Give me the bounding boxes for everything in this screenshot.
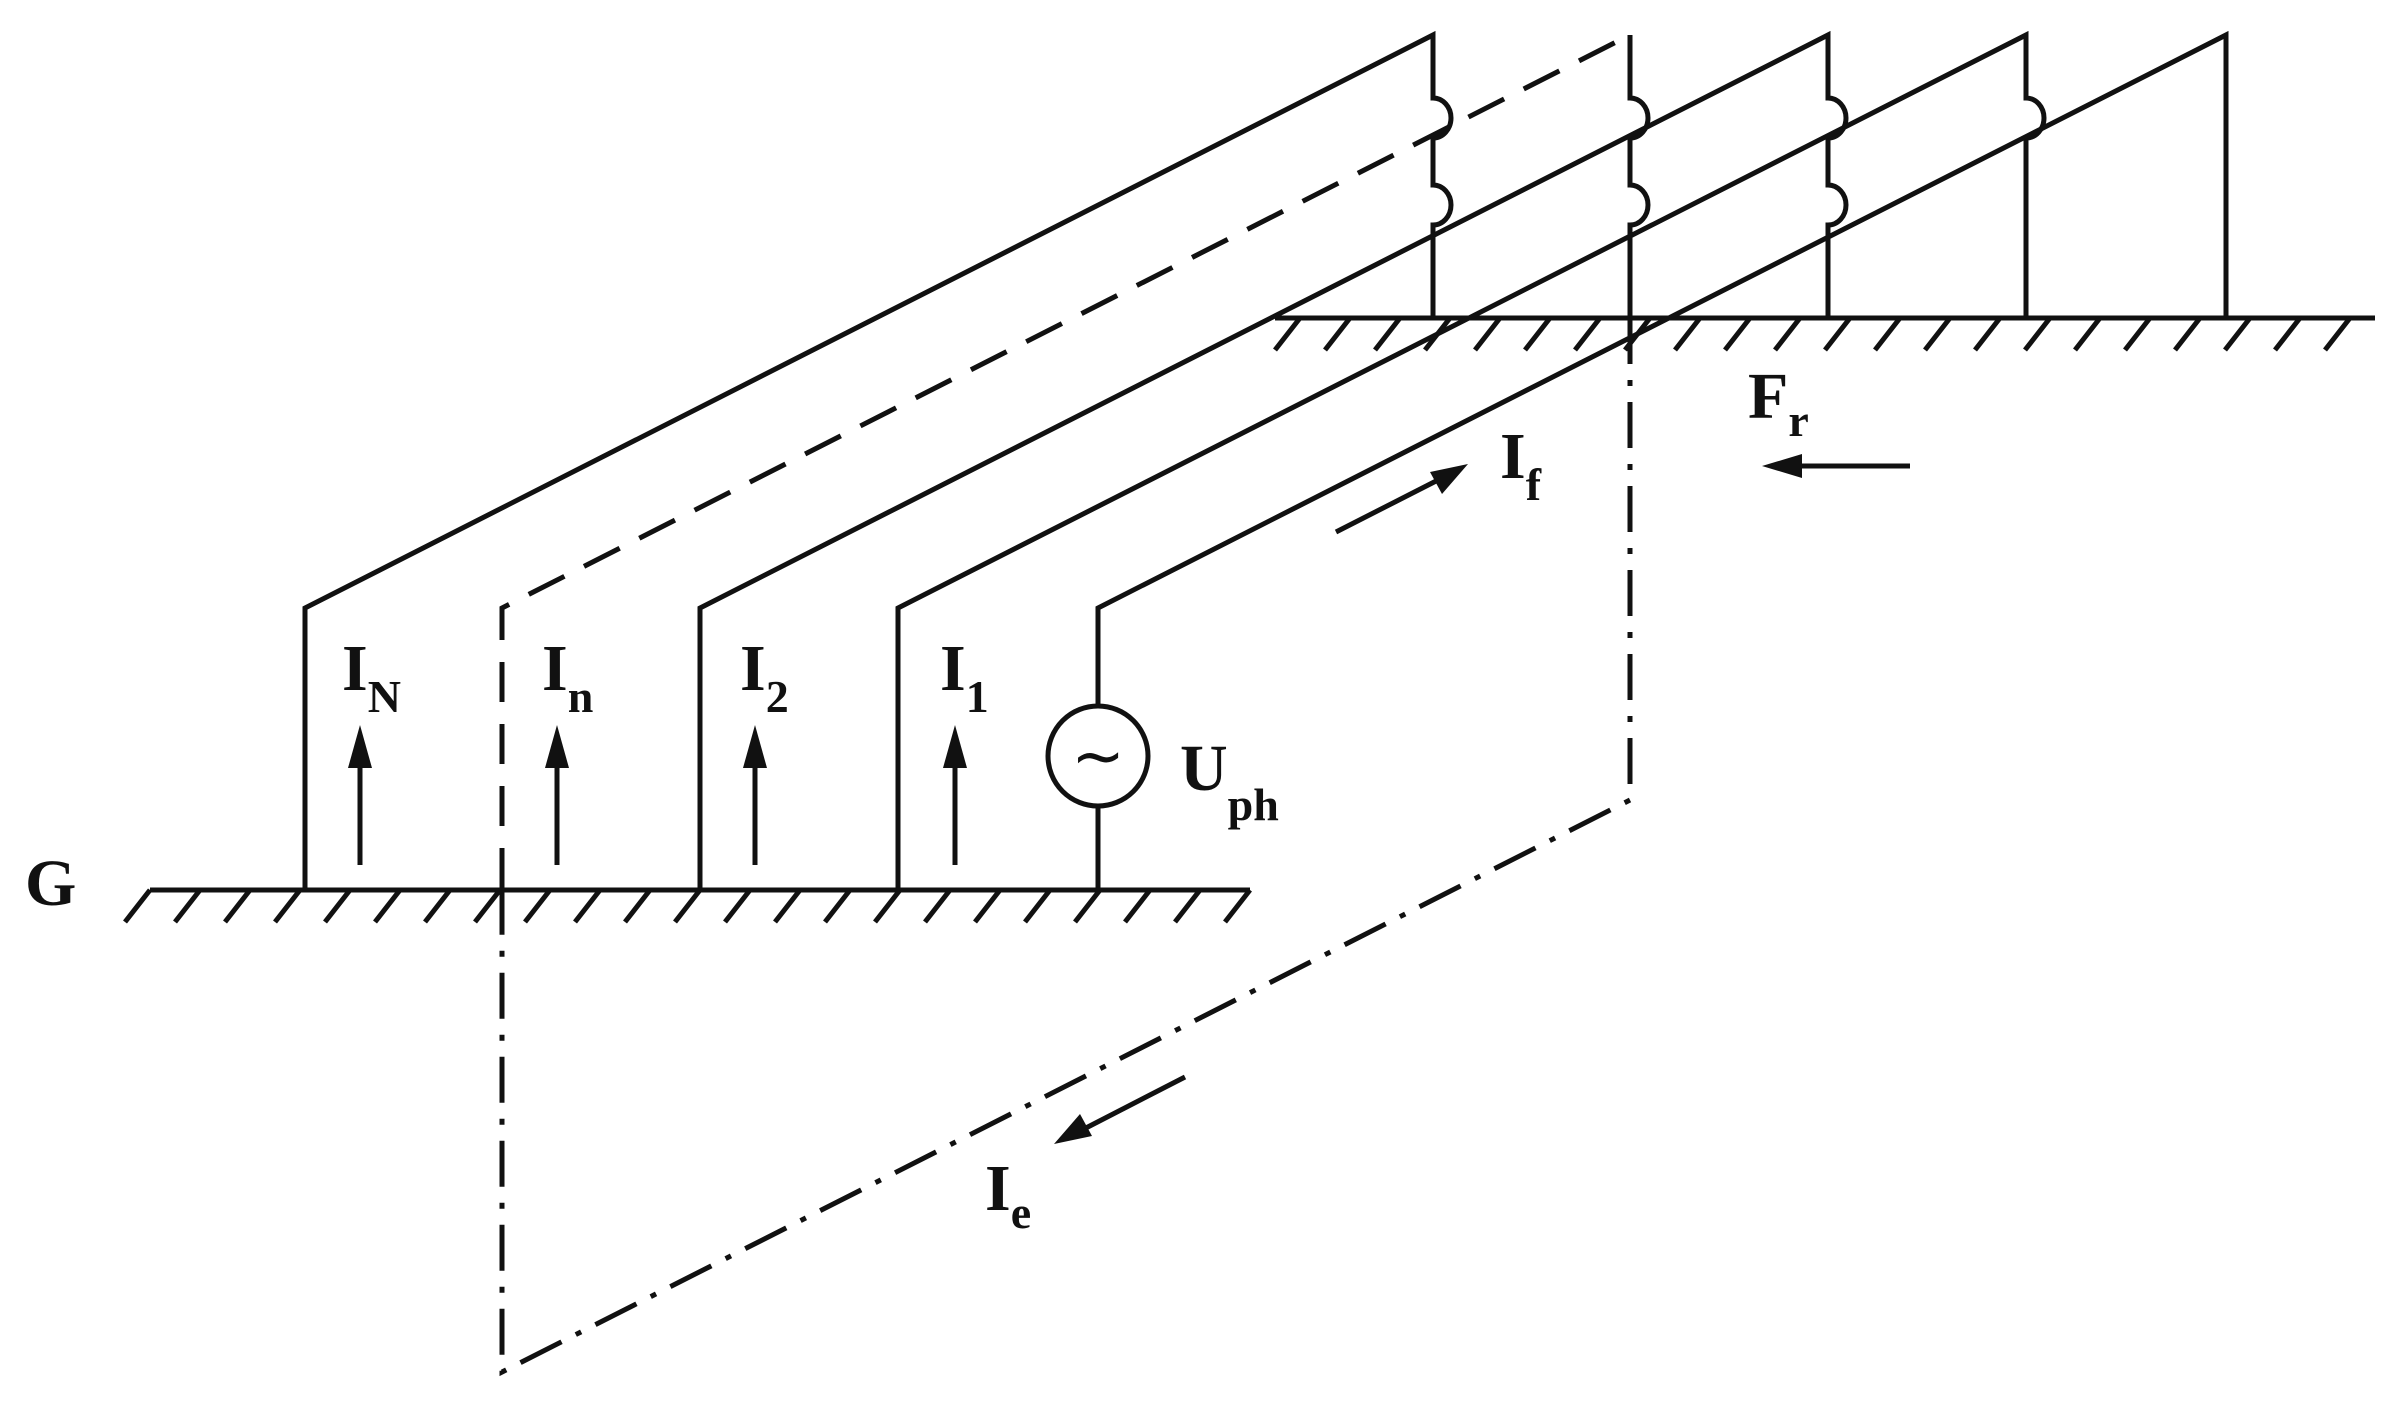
conductor-n-wire: [302, 30, 1454, 890]
ground-plane-far: [1275, 315, 2375, 350]
conductor-lower-n-wire: [499, 32, 1632, 888]
current-arrow-n: [348, 725, 372, 865]
fault-current-arrow: [1334, 464, 1468, 535]
faulted-phase-wire-upper: [1095, 30, 2229, 706]
earth-current-label: Ie: [985, 1152, 1031, 1238]
conductor-1-wire: [895, 30, 2047, 890]
far-end-label: Fr: [1748, 360, 1809, 446]
fault-return-path: [499, 318, 1633, 1377]
current-label-lower-n: In: [542, 632, 593, 722]
current-arrow-1: [943, 725, 967, 865]
current-label-2: I2: [740, 632, 789, 722]
ground-plane-near: [125, 887, 1250, 922]
conductor-2-wire: [697, 30, 1849, 890]
current-arrow-2: [743, 725, 767, 865]
voltage-source-symbol: ~: [1071, 720, 1125, 794]
voltage-source-icon: [1045, 703, 1151, 809]
current-label-1: I1: [940, 632, 989, 722]
ground-label: G: [25, 847, 76, 920]
source-voltage-label: Uph: [1180, 732, 1279, 830]
conductor-lower-n-far-end: [1627, 35, 1651, 318]
far-end-arrow: [1762, 454, 1910, 478]
current-label-n: IN: [342, 632, 401, 722]
fault-current-label: If: [1500, 420, 1542, 510]
current-arrow-lower-n: [545, 725, 569, 865]
earth-current-arrow: [1054, 1074, 1187, 1144]
